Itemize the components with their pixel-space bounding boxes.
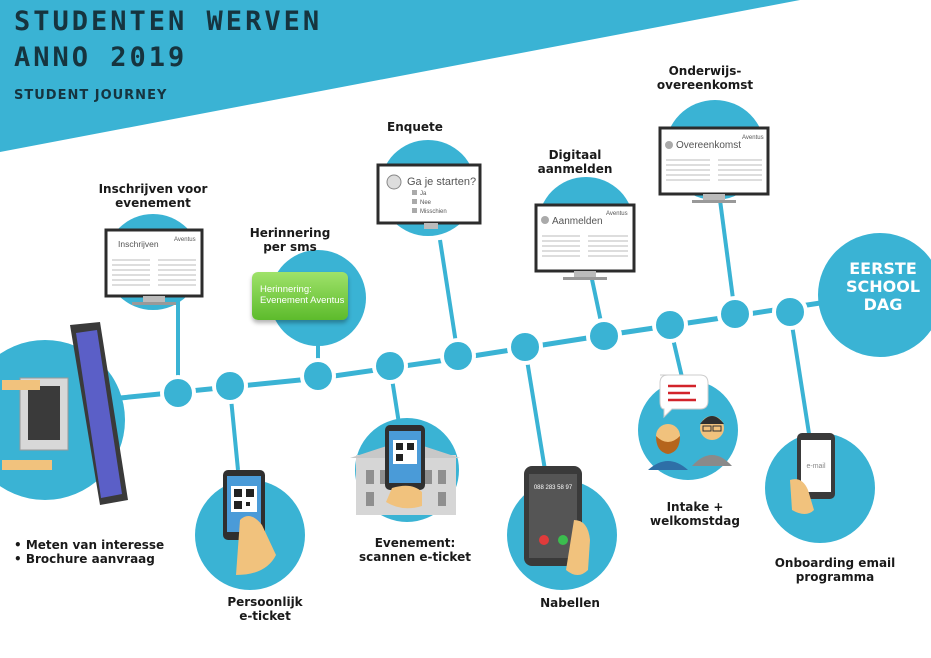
label-line: Nabellen (540, 596, 600, 610)
connector (788, 311, 812, 441)
survey-option: Ja (420, 191, 427, 197)
label-line: evenement (115, 196, 191, 210)
email-phone-icon: e-mail (790, 433, 835, 514)
label-line: per sms (263, 240, 317, 254)
timeline-node (300, 358, 336, 394)
label-persoonlijk: Persoonlijk e-ticket (215, 595, 315, 623)
label-line: Evenement: (374, 536, 456, 550)
label-onderwijs: Onderwijs- overeenkomst (650, 64, 760, 92)
finish-line2: SCHOOL (845, 277, 921, 296)
step-circle-eerste-schooldag (818, 233, 931, 357)
label-line: welkomstdag (650, 514, 740, 528)
survey-option: Nee (420, 200, 432, 206)
people-speech-icon (648, 374, 732, 470)
label-line: scannen e-ticket (359, 550, 471, 564)
monitor-icon: Overeenkomst Aventus (658, 126, 770, 203)
building-phone-icon (350, 425, 460, 515)
timeline-node (652, 307, 688, 343)
screen-brand: Aventus (742, 135, 764, 141)
survey-card: Ga je starten? Ja Nee Misschien (376, 163, 482, 229)
label-line: Persoonlijk (227, 595, 303, 609)
label-onboarding: Onboarding email programma (770, 556, 900, 584)
label-line: overeenkomst (656, 78, 754, 92)
timeline-node (160, 375, 196, 411)
laptop-icon (2, 322, 128, 505)
timeline-node (440, 338, 476, 374)
timeline-node (507, 329, 543, 365)
screen-title: Overeenkomst (676, 140, 741, 151)
page-title-line2: ANNO 2019 (14, 42, 188, 73)
sms-notification: Herinnering: Evenement Aventus (252, 272, 348, 320)
monitor-icon: Inschrijven Aventus (104, 228, 204, 305)
label-digitaal: Digitaal aanmelden (525, 148, 625, 176)
label-line: Onboarding email (774, 556, 896, 570)
finish-label: EERSTE SCHOOL DAG (835, 260, 931, 314)
survey-question: Ga je starten? (407, 176, 476, 188)
timeline-node (717, 296, 753, 332)
sms-line2: Evenement Aventus (260, 295, 345, 306)
label-line: Inschrijven voor (98, 182, 208, 196)
timeline-node (212, 368, 248, 404)
label-herinnering: Herinnering per sms (245, 226, 335, 254)
email-label: e-mail (806, 463, 826, 470)
finish-line1: EERSTE (849, 259, 917, 278)
screen-title: Aanmelden (552, 216, 603, 227)
timeline-node (372, 348, 408, 384)
connector (523, 347, 547, 471)
page-title-line1: STUDENTEN WERVEN (14, 6, 323, 37)
label-meten: • Meten van interesse • Brochure aanvraa… (14, 538, 164, 566)
label-line: Digitaal (548, 148, 602, 162)
label-line: Enquete (387, 120, 443, 134)
label-line: Intake + (666, 500, 724, 514)
survey-option: Misschien (420, 209, 447, 215)
label-line: aanmelden (537, 162, 613, 176)
label-intake: Intake + welkomstdag (640, 500, 750, 528)
screen-brand: Aventus (174, 237, 196, 243)
label-line: Onderwijs- (668, 64, 742, 78)
phone-number: 088 283 58 97 (534, 485, 573, 491)
screen-title: Inschrijven (118, 239, 159, 249)
monitor-icon: Aanmelden Aventus (534, 203, 636, 280)
phone-qr-icon (223, 470, 276, 575)
label-enquete: Enquete (380, 120, 450, 134)
timeline-node (586, 318, 622, 354)
label-line: • Meten van interesse (14, 538, 165, 552)
label-inschrijven: Inschrijven voor evenement (88, 182, 218, 210)
header-band (0, 0, 800, 152)
label-line: Herinnering (249, 226, 331, 240)
label-line: • Brochure aanvraag (14, 552, 155, 566)
label-nabellen: Nabellen (530, 596, 610, 610)
label-line: e-ticket (239, 609, 291, 623)
sms-line1: Herinnering: (260, 284, 312, 295)
connector (438, 239, 460, 357)
screen-brand: Aventus (606, 211, 628, 217)
connector (718, 199, 737, 315)
calling-phone-icon: 088 283 58 97 (524, 466, 590, 575)
finish-line3: DAG (863, 295, 903, 314)
page-subtitle: STUDENT JOURNEY (14, 88, 168, 103)
label-line: programma (795, 570, 875, 584)
timeline-nodes (160, 294, 808, 411)
label-evenement: Evenement: scannen e-ticket (350, 536, 480, 564)
timeline-node (772, 294, 808, 330)
